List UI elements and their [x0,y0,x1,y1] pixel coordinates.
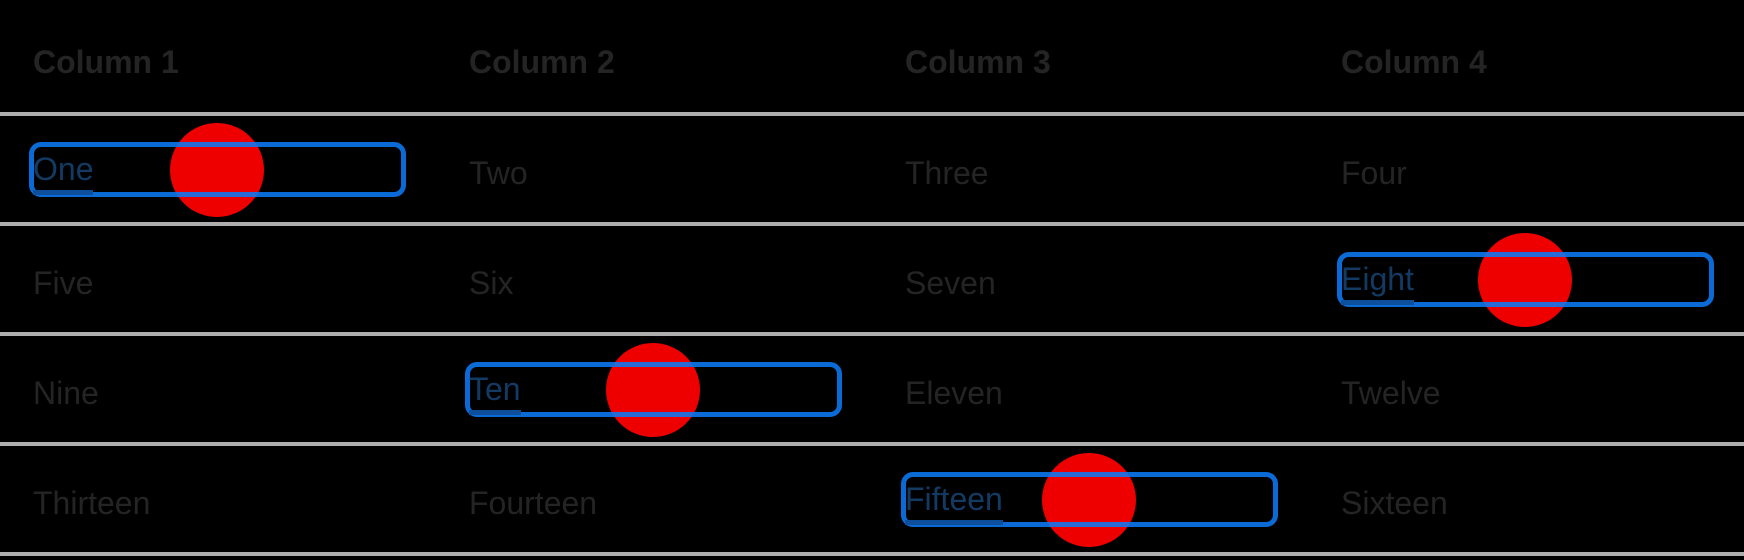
table-cell-fifteen: Fifteen [872,446,1308,552]
table-header-row: Column 1 Column 2 Column 3 Column 4 [0,0,1744,116]
click-indicator-dot [1042,453,1136,547]
cell-text: Nine [33,374,99,411]
table-row: One Two Three Four [0,116,1744,226]
table-row: Five Six Seven Eight [0,226,1744,336]
table-cell-twelve: Twelve [1308,336,1744,442]
cell-text: Five [33,264,94,301]
table-cell-four: Four [1308,116,1744,222]
focus-ring [465,362,842,417]
table-cell-ten: Ten [436,336,872,442]
table-cell-one: One [0,116,436,222]
table-cell-thirteen: Thirteen [0,446,436,552]
table-cell-fourteen: Fourteen [436,446,872,552]
table-cell-eight: Eight [1308,226,1744,332]
cell-text: Twelve [1341,374,1441,411]
cell-link[interactable]: Eight [1341,261,1414,305]
column-header-label: Column 3 [905,43,1051,80]
column-header-label: Column 1 [33,43,179,80]
cell-text: Thirteen [33,484,151,521]
cell-text: Three [905,154,989,191]
column-header-label: Column 4 [1341,43,1487,80]
click-indicator-dot [1478,233,1572,327]
cell-link[interactable]: Fifteen [905,481,1003,525]
table-cell-nine: Nine [0,336,436,442]
table-cell-three: Three [872,116,1308,222]
table-cell-five: Five [0,226,436,332]
column-header-1: Column 1 [0,0,436,112]
column-header-3: Column 3 [872,0,1308,112]
cell-text: Seven [905,264,996,301]
table-row: Nine Ten Eleven Twelve [0,336,1744,446]
table-row: Thirteen Fourteen Fifteen Sixteen [0,446,1744,556]
column-header-4: Column 4 [1308,0,1744,112]
cell-text: Six [469,264,514,301]
column-header-label: Column 2 [469,43,615,80]
table-cell-eleven: Eleven [872,336,1308,442]
cell-text: Sixteen [1341,484,1448,521]
cell-text: Fourteen [469,484,598,521]
cell-text: Eleven [905,374,1003,411]
table-cell-seven: Seven [872,226,1308,332]
table-cell-sixteen: Sixteen [1308,446,1744,552]
click-indicator-dot [606,343,700,437]
cell-link[interactable]: One [33,151,94,195]
table-cell-two: Two [436,116,872,222]
click-indicator-dot [170,123,264,217]
column-header-2: Column 2 [436,0,872,112]
table-cell-six: Six [436,226,872,332]
cell-text: Two [469,154,528,191]
cell-link[interactable]: Ten [469,371,521,415]
cell-text: Four [1341,154,1407,191]
